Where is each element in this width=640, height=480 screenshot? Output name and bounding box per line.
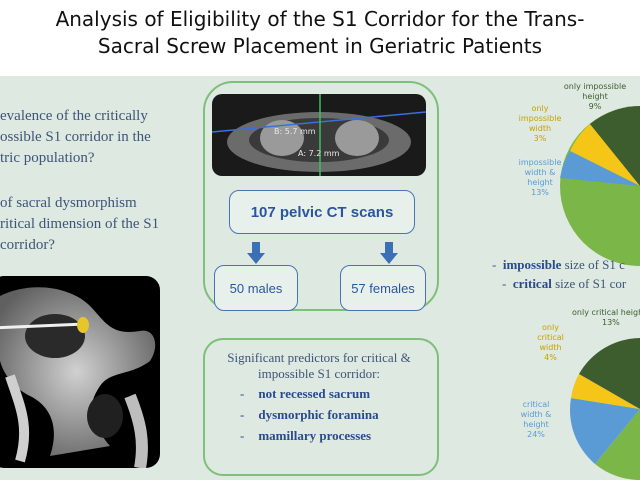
q1-line: tric population?	[0, 150, 95, 166]
legend-critical: - critical size of S1 cor	[502, 276, 626, 292]
pie-slice-critical-width-height	[569, 398, 640, 464]
predictor-item: -not recessed sacrum	[240, 386, 370, 402]
pie-slice-only-impossible-width	[570, 124, 640, 186]
q2-line: corridor?	[0, 237, 55, 253]
study-design-panel	[203, 81, 439, 311]
pie-chart-impossible	[560, 106, 640, 266]
label-only-impossible-width: only impossible width 3%	[515, 104, 565, 144]
research-question-2: of sacral dysmorphism ritical dimension …	[0, 193, 190, 256]
bullet: -	[240, 407, 245, 422]
q2-line: of sacral dysmorphism	[0, 195, 137, 211]
pelvis-xray-image	[0, 276, 160, 468]
bullet: -	[240, 386, 245, 401]
label-line: width &	[524, 168, 556, 177]
label-line: critical	[522, 400, 550, 409]
pie-slice-only-critical-height	[579, 338, 640, 409]
label-only-critical-width: only critical width 4%	[528, 323, 573, 363]
legend-impossible: - impossible size of S1 c	[492, 257, 625, 273]
arrow-down-icon	[247, 253, 265, 264]
pie-slice-impossible-width-height	[560, 151, 640, 186]
label-line: only impossible	[563, 82, 627, 91]
pie-chart-critical	[569, 338, 640, 480]
females-box: 57 females	[340, 265, 426, 311]
label-line: 3%	[533, 134, 547, 143]
poster-title: Analysis of Eligibility of the S1 Corrid…	[0, 6, 640, 60]
predictor-item: -mamillary processes	[240, 428, 371, 444]
label-only-impossible-height: only impossible height 9%	[550, 82, 640, 112]
ct-label-a: A: 7.2 mm	[298, 149, 340, 158]
label-line: width	[528, 124, 552, 133]
label-critical-width-height: critical width & height 24%	[510, 400, 562, 440]
label-line: height	[582, 92, 608, 101]
legend-bold: impossible	[502, 257, 562, 272]
q2-line: ritical dimension of the S1	[0, 216, 160, 232]
title-line-1: Analysis of Eligibility of the S1 Corrid…	[55, 7, 585, 31]
label-line: height	[523, 420, 549, 429]
arrow-shaft-right	[385, 242, 393, 254]
predictor-item: -dysmorphic foramina	[240, 407, 379, 423]
bullet: -	[240, 428, 245, 443]
label-line: width &	[520, 410, 552, 419]
total-ct-scans-box: 107 pelvic CT scans	[229, 190, 415, 234]
legend-bold: critical	[512, 276, 552, 291]
legend-bullet: -	[502, 276, 507, 291]
predictors-title-line: Significant predictors for critical &	[227, 350, 411, 365]
label-line: only	[542, 323, 559, 332]
label-line: critical	[537, 333, 564, 342]
pie-slice-only-impossible-height	[590, 106, 640, 186]
label-line: 13%	[531, 188, 549, 197]
pie-slice-possible	[595, 409, 640, 480]
predictor-label: dysmorphic foramina	[258, 407, 379, 422]
label-line: width	[539, 343, 562, 352]
legend-text: size of S1 c	[561, 257, 625, 272]
predictors-title-line: impossible S1 corridor:	[257, 366, 381, 381]
label-line: only critical heigh	[572, 308, 640, 317]
predictors-panel	[203, 338, 439, 476]
ct-scan-image: B: 5.7 mm A: 7.2 mm	[212, 94, 426, 176]
label-only-critical-height: only critical heigh 13%	[572, 308, 640, 328]
predictor-label: not recessed sacrum	[258, 386, 371, 401]
pie-slice-only-critical-width	[571, 374, 640, 409]
label-line: impossible	[518, 114, 562, 123]
q1-line: ossible S1 corridor in the	[0, 129, 151, 145]
label-impossible-width-height: impossible width & height 13%	[510, 158, 570, 198]
research-question-1: evalence of the critically ossible S1 co…	[0, 106, 190, 169]
predictor-label: mamillary processes	[258, 428, 372, 443]
arrow-shaft-left	[252, 242, 260, 254]
legend-bullet: -	[492, 257, 497, 272]
title-line-2: Sacral Screw Placement in Geriatric Pati…	[97, 34, 543, 58]
label-line: only	[531, 104, 549, 113]
predictors-title: Significant predictors for critical & im…	[212, 350, 426, 382]
label-line: 9%	[588, 102, 602, 111]
poster-body: evalence of the critically ossible S1 co…	[0, 76, 640, 480]
label-line: 13%	[602, 318, 620, 327]
label-line: height	[527, 178, 553, 187]
label-line: impossible	[518, 158, 562, 167]
arrow-down-icon	[380, 253, 398, 264]
ct-label-b: B: 5.7 mm	[274, 127, 316, 136]
label-line: 24%	[527, 430, 545, 439]
legend-text: size of S1 cor	[551, 276, 627, 291]
label-line: 4%	[544, 353, 557, 362]
males-box: 50 males	[214, 265, 298, 311]
q1-line: evalence of the critically	[0, 108, 148, 124]
